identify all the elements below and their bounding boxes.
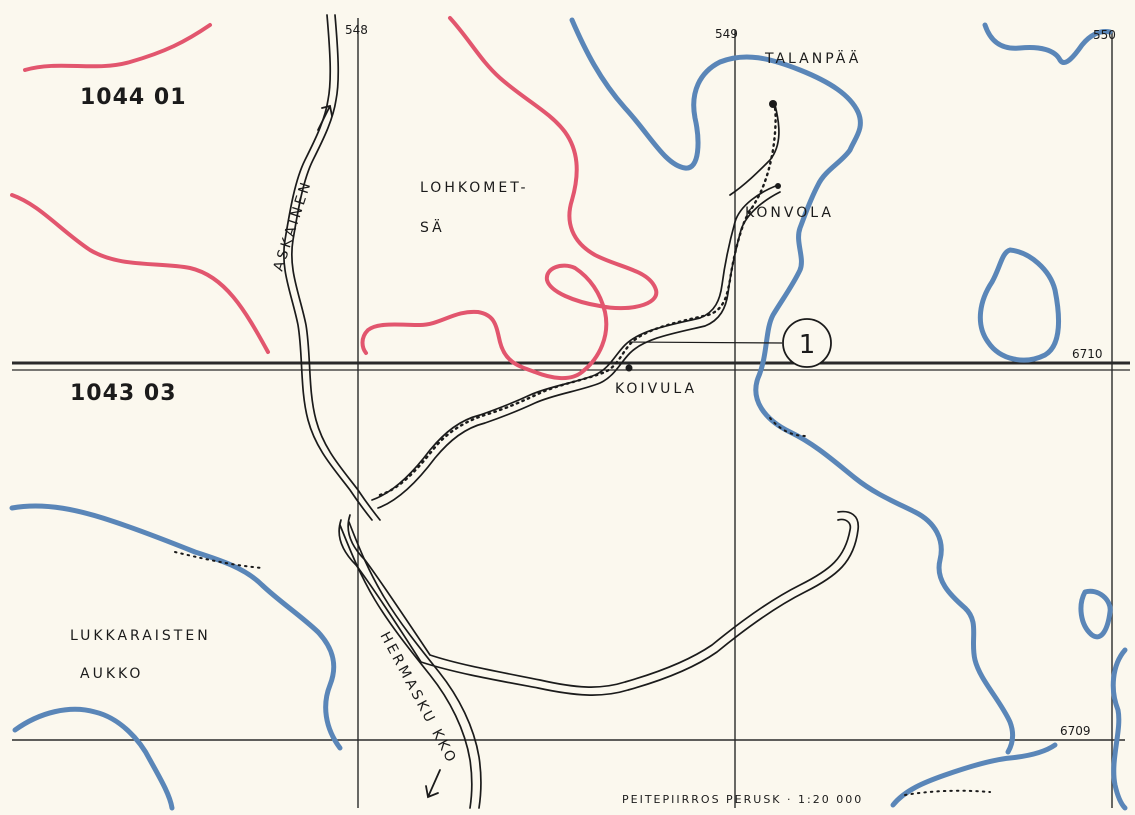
place-lohkometsa-2: SÄ [420, 218, 445, 236]
marker-leader [627, 341, 783, 344]
marker-label: 1 [799, 330, 816, 360]
track-north [729, 104, 780, 196]
boundary-top-left [23, 23, 212, 72]
boundary-lines [10, 16, 659, 380]
place-hermaskukko: HERMASKU KKO [376, 629, 459, 767]
pond-right [977, 247, 1061, 363]
road-hermaskukko-a [339, 524, 473, 809]
grid-label-548: 548 [345, 23, 368, 37]
lake-right-small [1078, 588, 1113, 640]
river-talanpaa [569, 17, 1016, 755]
shore-lukkaraisten [9, 503, 343, 751]
shore-dots-bottom [904, 789, 991, 796]
talanpaa-house [769, 100, 777, 108]
shore-dots-left [174, 551, 263, 569]
road-hermaskukko-b [348, 521, 482, 809]
arrow-south-icon [425, 769, 441, 799]
footer-scale: PEITEPIIRROS PERUSK · 1:20 000 [622, 793, 863, 806]
grid-label-6710: 6710 [1072, 347, 1103, 361]
place-aukko: AUKKO [80, 666, 143, 682]
points [625, 100, 781, 372]
shore-bottom-right [890, 742, 1058, 808]
konvola-house [775, 183, 781, 189]
road-askainen-a [283, 14, 373, 521]
shore-right-edge [1110, 647, 1128, 811]
grid-label-550: 550 [1093, 28, 1116, 42]
grid-labels: 548 549 550 6710 6709 [345, 23, 1116, 738]
place-lohkometsa-1: LOHKOMET- [420, 180, 529, 196]
shore-bottom-left [12, 706, 175, 811]
grid-label-6709: 6709 [1060, 724, 1091, 738]
lake-top-right [982, 22, 1113, 65]
arrow-north-icon [317, 104, 333, 131]
sheet-label-top: 1044 01 [80, 85, 187, 110]
roads [283, 14, 860, 809]
road-askainen-b [291, 14, 381, 521]
place-talanpaa: TALANPÄÄ [764, 49, 861, 67]
water-lines [9, 17, 1128, 811]
shore-dots [174, 417, 991, 796]
place-names: TALANPÄÄ LOHKOMET- SÄ KONVOLA KOIVULA AS… [70, 49, 861, 767]
place-konvola: KONVOLA [745, 205, 834, 221]
arrows [317, 104, 441, 799]
marker-circle [782, 318, 832, 368]
sheet-label-bottom: 1043 03 [70, 381, 177, 406]
boundary-mid-left [10, 193, 270, 354]
grid-label-549: 549 [715, 27, 738, 41]
boundary-lohkometsa [360, 16, 659, 380]
road-loop-b [338, 510, 860, 696]
koivula-house [625, 364, 633, 372]
place-koivula: KOIVULA [615, 381, 697, 397]
grid-lines [12, 18, 1130, 808]
marker-1: 1 [627, 318, 832, 368]
road-loop-a [347, 514, 852, 688]
shore-dots-right [769, 417, 807, 437]
road-koivula-a [371, 184, 779, 501]
place-askainen: ASKAINEN [271, 178, 316, 273]
place-lukkaraisten: LUKKARAISTEN [70, 628, 211, 644]
